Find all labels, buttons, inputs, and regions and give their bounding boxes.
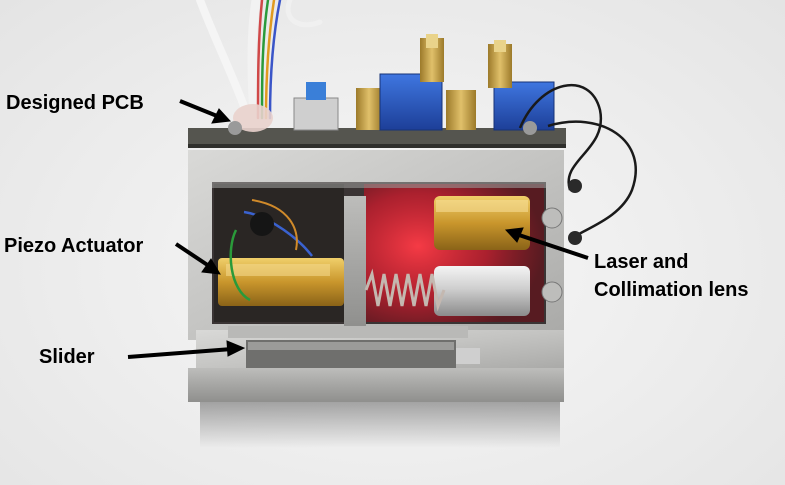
label-laser-line2: Collimation lens <box>594 279 749 301</box>
pcb-board <box>188 128 566 144</box>
center-post <box>344 196 366 328</box>
arrow-slider <box>127 347 233 359</box>
label-laser-line1: Laser and <box>594 251 689 273</box>
potentiometer-right <box>493 81 555 131</box>
spring <box>364 268 446 312</box>
collimation-lens-cylinder <box>434 266 530 316</box>
arrow-pcb <box>179 99 223 120</box>
black-wire <box>518 84 637 241</box>
base-bottom <box>188 368 564 402</box>
label-slider: Slider <box>39 346 95 368</box>
floor-shadow <box>200 398 560 448</box>
switch-component <box>293 97 339 131</box>
annotation-arrows <box>127 99 589 359</box>
label-designed-pcb: Designed PCB <box>6 92 144 114</box>
label-piezo-actuator: Piezo Actuator <box>4 235 144 257</box>
label-laser-collimation: Laser and Collimation lens <box>594 248 748 304</box>
potentiometer-left <box>379 73 443 131</box>
arrow-laser <box>515 232 589 260</box>
arrow-piezo <box>174 242 214 270</box>
